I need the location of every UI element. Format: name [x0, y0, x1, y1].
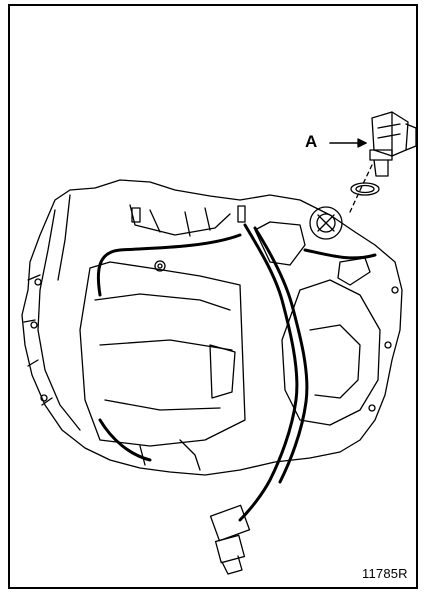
- harness-connector-icon: [209, 504, 251, 575]
- transmission-housing-icon: [21, 179, 403, 476]
- speed-sensor-icon: [369, 111, 417, 177]
- installation-axis-line: [349, 164, 373, 213]
- wiring-harness-icon: [96, 223, 377, 522]
- figure-reference-number: 11785R: [362, 566, 408, 581]
- figure-frame: [8, 4, 418, 589]
- o-ring-seal-icon: [350, 182, 380, 196]
- callout-label-a: A: [305, 132, 318, 151]
- callout-arrowhead: [357, 138, 367, 148]
